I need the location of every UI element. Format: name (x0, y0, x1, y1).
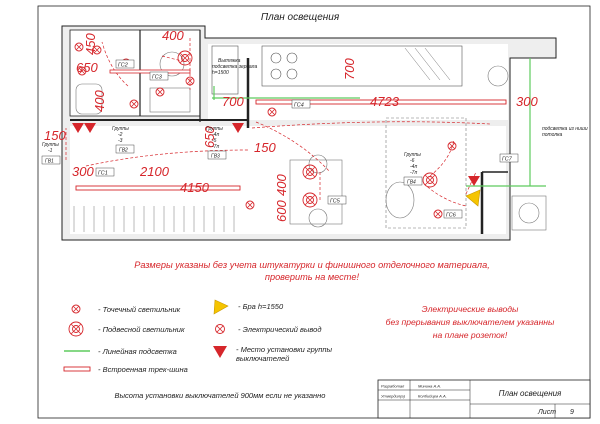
sheet-frame (37, 5, 591, 419)
switch-group-id: ГВ2 (119, 148, 128, 154)
switch-group-title: Группы (404, 152, 421, 158)
switch-group-title: Группы (206, 126, 223, 132)
dim-text: 700 (342, 58, 357, 80)
dimensions: 450 400 650 400 700 700 4723 300 150 650… (44, 28, 538, 222)
stamp-developed-label: Разработал (381, 384, 405, 389)
switch-group-id: ГВ4 (407, 180, 416, 186)
stamp-sheet-number: 9 (570, 409, 574, 416)
switch-group-item: -3 (118, 138, 123, 144)
dim-text: 4723 (370, 94, 400, 109)
legend-label: - Место установки группы выключателей (236, 345, 333, 363)
switch-group-title: Группы (42, 142, 59, 148)
sheet-title: План освещения (261, 12, 340, 23)
legend-spot-icon (71, 304, 81, 314)
fixture-label: ГС4 (294, 103, 304, 109)
switch-group-item: -1 (48, 148, 53, 154)
dim-text: 700 (222, 94, 244, 109)
linear-lights (212, 58, 546, 187)
dim-text: 2100 (139, 164, 170, 179)
dim-text: 150 (44, 128, 66, 143)
dim-text: 400 (274, 174, 289, 196)
legend-outlet-icon (215, 324, 225, 334)
pendant-lights (177, 50, 438, 208)
hood-note: Вытяжка (218, 58, 241, 64)
fixture-label: ГС6 (446, 213, 457, 219)
switch-group-item: -7п (212, 144, 219, 150)
warning-line-2: проверить на месте! (265, 272, 360, 282)
note-right-line-3: на плане розеток! (433, 330, 508, 340)
floor-plan (61, 25, 557, 241)
stamp-developed-name: Минина А.А. (418, 384, 441, 389)
stamp-doc-title: План освещения (499, 389, 562, 398)
switch-group-item: -4п (212, 132, 219, 138)
legend-label: - Встроенная трек-шина (98, 365, 188, 374)
dim-text: 650 (202, 126, 217, 148)
dim-text: 4150 (180, 180, 210, 195)
legend-label: - Точечный светильник (98, 305, 181, 314)
dim-text: 400 (92, 90, 107, 112)
room-notes: Вытяжка подсветка зеркала h=1500 подсвет… (212, 58, 588, 138)
dim-text: 400 (162, 28, 184, 43)
switch-group-id: ГВ1 (45, 159, 54, 165)
switch-markers (72, 123, 480, 186)
note-right-line-2: без прерывания выключателем указанны (386, 317, 555, 327)
mirror-light-note: подсветка зеркала h=1500 (212, 64, 258, 76)
dim-text: 650 (76, 60, 98, 75)
legend-sconce-icon (213, 299, 229, 315)
legend-label: - Бра h=1550 (238, 302, 284, 311)
dim-text: 300 (516, 94, 538, 109)
fixture-label: ГС7 (502, 157, 513, 163)
switch-groups: Группы -1 ГВ1 Группы -2 -3 ГВ2 Группы -4… (41, 126, 423, 186)
fixture-label: ГС5 (330, 199, 341, 205)
legend: - Точечный светильник - Подвесной светил… (63, 299, 333, 374)
stamp-approved-label: Утвердил(а) (381, 394, 406, 399)
switch-group-title: Группы (112, 126, 129, 132)
dim-text: 450 (83, 33, 98, 55)
fixture-labels: ГС2 ГС3 ГС4 ГС1 ГС5 ГС6 ГС7 (95, 59, 519, 219)
spot-lights (74, 42, 457, 219)
fixture-label: ГС2 (118, 63, 128, 69)
ceiling-niche-note: подсветка из ниши потолка (542, 126, 588, 138)
switch-group-item: -2 (118, 132, 123, 138)
switch-group-id: ГВ3 (211, 154, 220, 160)
switch-group-item: -7п (410, 170, 417, 176)
title-block: Разработал Минина А.А. Утвердил(а) Колби… (377, 379, 591, 419)
stamp-sheet-label: Лист (537, 409, 556, 416)
warning-line-1: Размеры указаны без учета штукатурки и ф… (134, 260, 490, 270)
switch-group-item: -6 (410, 158, 415, 164)
legend-label: - Линейная подсветка (98, 347, 177, 356)
fixture-label: ГС3 (152, 75, 163, 81)
stamp-approved-name: Колбийцев А.А. (418, 394, 447, 399)
legend-label: - Электрический вывод (238, 325, 322, 334)
dim-text: 600 (274, 200, 289, 222)
legend-pendant-icon (68, 321, 84, 337)
note-right-line-1: Электрические выводы (422, 304, 519, 314)
track-rails (75, 69, 507, 191)
fixture-label: ГС1 (98, 171, 108, 177)
switch-group-item: -5 (212, 138, 217, 144)
dim-text: 150 (254, 140, 276, 155)
note-bottom: Высота установки выключателей 900мм если… (115, 391, 326, 400)
switch-group-item: -4п (410, 164, 417, 170)
legend-switch-icon (213, 346, 227, 358)
sconce-icon (465, 189, 481, 207)
legend-track-icon (63, 366, 91, 372)
wiring (65, 38, 491, 207)
dim-text: 300 (72, 164, 94, 179)
legend-label: - Подвесной светильник (98, 325, 185, 334)
